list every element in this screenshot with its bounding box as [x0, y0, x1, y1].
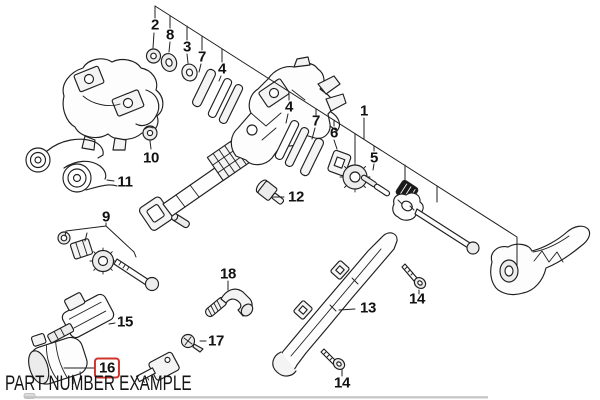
part-12-bolt	[254, 178, 287, 208]
part-2-nut	[147, 49, 161, 63]
part-14-screw-upper	[402, 264, 428, 291]
part-5-pins	[361, 174, 391, 196]
part-steering-column	[138, 57, 346, 232]
part-release-lever	[491, 226, 590, 294]
part-callout-4[interactable]: 4	[284, 98, 294, 116]
part-11-spring	[26, 139, 117, 192]
part-7-clamp-strip-right	[299, 137, 325, 177]
leader-lines	[64, 6, 517, 376]
part-callout-17[interactable]: 17	[207, 332, 225, 350]
part-callout-2[interactable]: 2	[150, 16, 160, 34]
part-callout-9[interactable]: 9	[101, 208, 111, 226]
part-callout-14[interactable]: 14	[408, 290, 426, 308]
diagram-caption: PART NUMBER EXAMPLE	[5, 372, 192, 395]
part-8-washer	[159, 52, 179, 74]
part-callout-12[interactable]: 12	[287, 188, 305, 206]
part-7-clamp-strip-left	[191, 68, 217, 108]
part-callout-8[interactable]: 8	[165, 26, 175, 44]
part-callout-7[interactable]: 7	[197, 48, 207, 66]
part-16-lock-cylinder	[21, 323, 93, 395]
part-callout-14[interactable]: 14	[333, 374, 351, 392]
part-14-screw-lower	[321, 349, 347, 372]
part-13-support-bracket	[273, 233, 397, 376]
part-9-adjuster-group	[58, 232, 159, 291]
part-18-interlock-crank	[204, 289, 255, 318]
part-upper-bracket-housing	[63, 59, 163, 150]
part-callout-16-highlighted[interactable]: 16	[93, 357, 121, 379]
part-callout-5[interactable]: 5	[369, 149, 379, 167]
part-callout-10[interactable]: 10	[142, 149, 160, 167]
part-callout-4[interactable]: 4	[217, 60, 227, 78]
part-17-screw	[182, 335, 204, 353]
part-10-nut	[143, 126, 157, 140]
part-callout-3[interactable]: 3	[182, 38, 192, 56]
part-ignition-key	[134, 351, 180, 388]
part-callout-18[interactable]: 18	[219, 265, 237, 283]
part-callout-13[interactable]: 13	[359, 299, 377, 317]
part-4-clamp-plates-left	[207, 77, 244, 124]
part-callout-15[interactable]: 15	[116, 313, 134, 331]
part-15-ignition-switch	[47, 283, 116, 344]
part-callout-7[interactable]: 7	[311, 112, 321, 130]
part-6-clamp	[327, 150, 370, 192]
part-spindle-rod	[415, 209, 479, 254]
part-callout-1[interactable]: 1	[359, 102, 369, 120]
part-callout-6[interactable]: 6	[329, 124, 339, 142]
part-callout-11[interactable]: 11	[117, 173, 133, 191]
cropped-edge-divider	[24, 394, 488, 399]
part-4-clamp-plates-right	[274, 119, 310, 167]
part-3-washer	[180, 62, 199, 82]
